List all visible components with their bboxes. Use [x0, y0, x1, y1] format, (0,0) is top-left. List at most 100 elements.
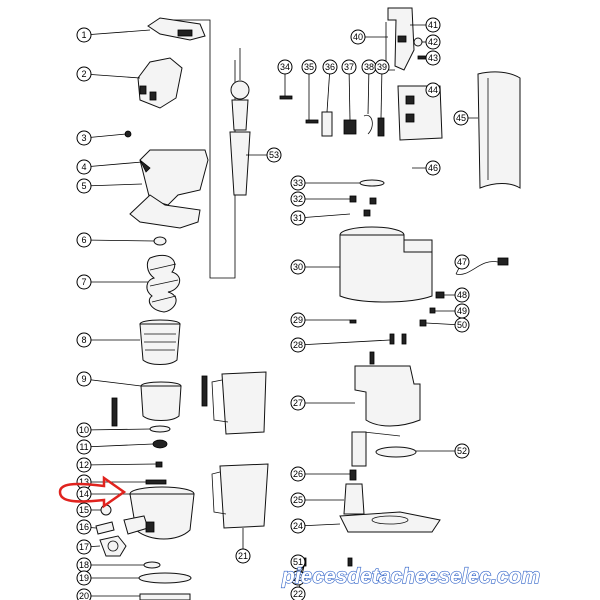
callout-number: 5 [81, 181, 86, 191]
callout-number: 50 [457, 320, 467, 330]
callout-11: 11 [76, 439, 154, 455]
leader-line [83, 29, 151, 36]
callout-circle [235, 548, 251, 564]
leader-line [297, 213, 351, 219]
callout-number: 25 [293, 495, 303, 505]
part-15-16-17-spout-parts [95, 504, 127, 557]
callout-36: 36 [322, 59, 338, 113]
callout-circle [425, 17, 441, 33]
callout-number: 35 [304, 62, 314, 72]
leader-line [367, 66, 370, 115]
callout-1: 1 [76, 27, 151, 43]
callout-number: 21 [238, 551, 248, 561]
callout-number: 30 [293, 262, 303, 272]
callout-43: 43 [425, 50, 441, 66]
callout-number: 51 [293, 557, 303, 567]
callout-circle [341, 59, 357, 75]
part-7-auger [146, 254, 181, 313]
callout-number: 39 [377, 62, 387, 72]
parts-28-29-screws [349, 319, 407, 345]
callout-number: 23 [293, 573, 303, 583]
callout-number: 28 [293, 340, 303, 350]
part-18-19-20-base-parts [138, 561, 192, 600]
part-9-rotating-brush [111, 375, 208, 427]
callout-circle [290, 570, 306, 586]
callout-29: 29 [290, 312, 350, 328]
callout-38: 38 [361, 59, 377, 115]
callout-number: 17 [79, 542, 89, 552]
part-44-control-housing [397, 85, 443, 141]
callout-number: 49 [457, 306, 467, 316]
callout-circle [425, 160, 441, 176]
callout-33: 33 [290, 175, 360, 191]
callout-number: 33 [293, 178, 303, 188]
callout-circle [425, 50, 441, 66]
callout-number: 6 [81, 235, 86, 245]
callout-17: 17 [76, 539, 101, 555]
highlight-arrow-part-14 [58, 475, 127, 509]
part-45-side-panel [477, 71, 521, 189]
callout-circle [290, 554, 306, 570]
callout-circle [350, 29, 366, 45]
callout-26: 26 [290, 466, 350, 482]
callout-8: 8 [76, 332, 140, 348]
leader-line [83, 161, 143, 168]
callout-circle [290, 259, 306, 275]
leader-line [83, 428, 151, 431]
callout-circle [290, 312, 306, 328]
callout-circle [290, 586, 306, 600]
callout-number: 47 [457, 257, 467, 267]
part-52-seal [375, 446, 417, 458]
callout-circle [76, 570, 92, 586]
callout-37: 37 [341, 59, 357, 121]
callout-circle [76, 159, 92, 175]
callout-46: 46 [412, 160, 441, 176]
callout-circle [290, 191, 306, 207]
callout-7: 7 [76, 274, 148, 290]
callout-44: 44 [425, 82, 441, 98]
callout-circle [277, 59, 293, 75]
callout-48: 48 [444, 287, 470, 303]
callout-25: 25 [290, 492, 344, 508]
red-arrow-outline [58, 475, 127, 509]
callout-circle [425, 34, 441, 50]
leader-line [83, 463, 157, 466]
part-30-motor-housing [339, 226, 433, 303]
callout-circle [301, 59, 317, 75]
callout-number: 32 [293, 194, 303, 204]
part-10-11-12-13-seals [145, 425, 171, 485]
callout-number: 34 [280, 62, 290, 72]
callout-circle [322, 59, 338, 75]
part-47-power-cord [455, 257, 509, 275]
part-2-feed-chute [137, 57, 183, 109]
callout-number: 20 [79, 591, 89, 600]
callout-5: 5 [76, 178, 143, 194]
leader-line [83, 443, 154, 448]
callout-18: 18 [76, 557, 144, 573]
callout-number: 12 [79, 460, 89, 470]
callout-49: 49 [435, 303, 470, 319]
leader-line [83, 239, 155, 242]
callout-2: 2 [76, 66, 141, 82]
leader-line [380, 66, 383, 119]
callout-circle [76, 27, 92, 43]
callout-number: 41 [428, 20, 438, 30]
callout-number: 37 [344, 62, 354, 72]
callout-circle [76, 502, 92, 518]
callout-45: 45 [453, 110, 478, 126]
callout-circle [290, 492, 306, 508]
part-53-pusher [229, 48, 251, 196]
part-40-41-handle-bracket [387, 7, 415, 71]
callout-circle [76, 66, 92, 82]
leader-line [326, 66, 331, 113]
callout-number: 14 [79, 489, 89, 499]
callout-20: 20 [76, 588, 140, 600]
callout-circle [425, 82, 441, 98]
callout-circle [290, 210, 306, 226]
callout-circle [76, 588, 92, 600]
callout-circle [453, 110, 469, 126]
callout-9: 9 [76, 371, 142, 387]
callout-number: 53 [269, 150, 279, 160]
callout-39: 39 [374, 59, 390, 119]
